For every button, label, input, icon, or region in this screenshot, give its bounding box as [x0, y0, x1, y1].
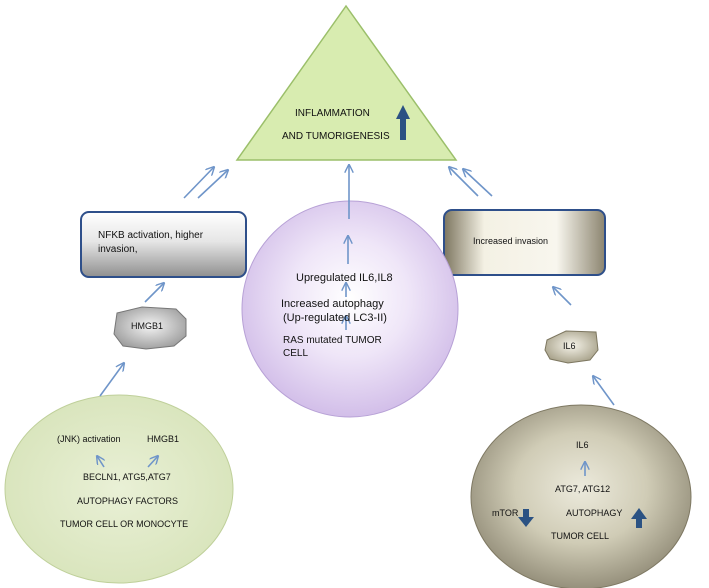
invasion-box — [443, 209, 606, 276]
hmgb1-blob — [113, 306, 187, 350]
arrow-right-double-a — [449, 167, 479, 197]
hmgb1-blob-label: HMGB1 — [131, 321, 164, 331]
left-tumor-cell-circle — [4, 394, 234, 584]
arrow-right-double-b — [463, 169, 493, 197]
arrow-hmgb1-to-box — [144, 283, 164, 303]
arrow-left-double-b — [197, 170, 228, 199]
left-jnk-label: (JNK) activation — [57, 434, 121, 444]
ras-tumor-cell-circle — [241, 200, 459, 418]
left-cell-label: TUMOR CELL OR MONOCYTE — [60, 519, 189, 529]
right-cell-label: TUMOR CELL — [551, 531, 610, 541]
left-hmgb1-label: HMGB1 — [147, 434, 180, 444]
right-mtor-label: mTOR — [492, 508, 519, 518]
center-line5: CELL — [283, 348, 309, 359]
mtor-down-arrow-icon — [518, 509, 534, 527]
nfkb-box — [80, 211, 247, 278]
right-genes-label: ATG7, ATG12 — [555, 484, 611, 494]
il6-blob-label: IL6 — [563, 341, 576, 351]
arrow-left-jnk — [97, 456, 104, 468]
arrow-left-hmgb1 — [147, 456, 158, 468]
invasion-box-label: Increased invasion — [473, 236, 549, 246]
il6-blob — [544, 330, 599, 364]
center-line4: RAS mutated TUMOR — [283, 335, 382, 346]
left-genes-label: BECLN1, ATG5,ATG7 — [83, 472, 171, 482]
center-line1: Upregulated IL6,IL8 — [296, 272, 393, 284]
triangle-label-line1: INFLAMMATION — [295, 108, 370, 119]
center-line2: Increased autophagy — [281, 298, 384, 310]
right-il6-label: IL6 — [576, 440, 589, 450]
arrow-left-double-a — [183, 167, 214, 199]
arrow-cell-to-il6 — [593, 376, 615, 406]
autophagy-up-arrow-icon — [631, 508, 647, 528]
triangle-up-arrow-icon — [396, 105, 410, 140]
center-line3: (Up-regulated LC3-II) — [283, 312, 387, 324]
nfkb-box-label: NFKB activation, higher invasion, — [98, 230, 204, 255]
right-tumor-cell-circle — [470, 404, 692, 588]
right-autophagy-label: AUTOPHAGY — [566, 508, 623, 518]
arrow-il6-to-box — [553, 287, 572, 306]
arrow-cell-to-hmgb1 — [99, 363, 124, 397]
left-factors-label: AUTOPHAGY FACTORS — [77, 496, 179, 506]
triangle-label-line2: AND TUMORIGENESIS — [282, 131, 390, 142]
